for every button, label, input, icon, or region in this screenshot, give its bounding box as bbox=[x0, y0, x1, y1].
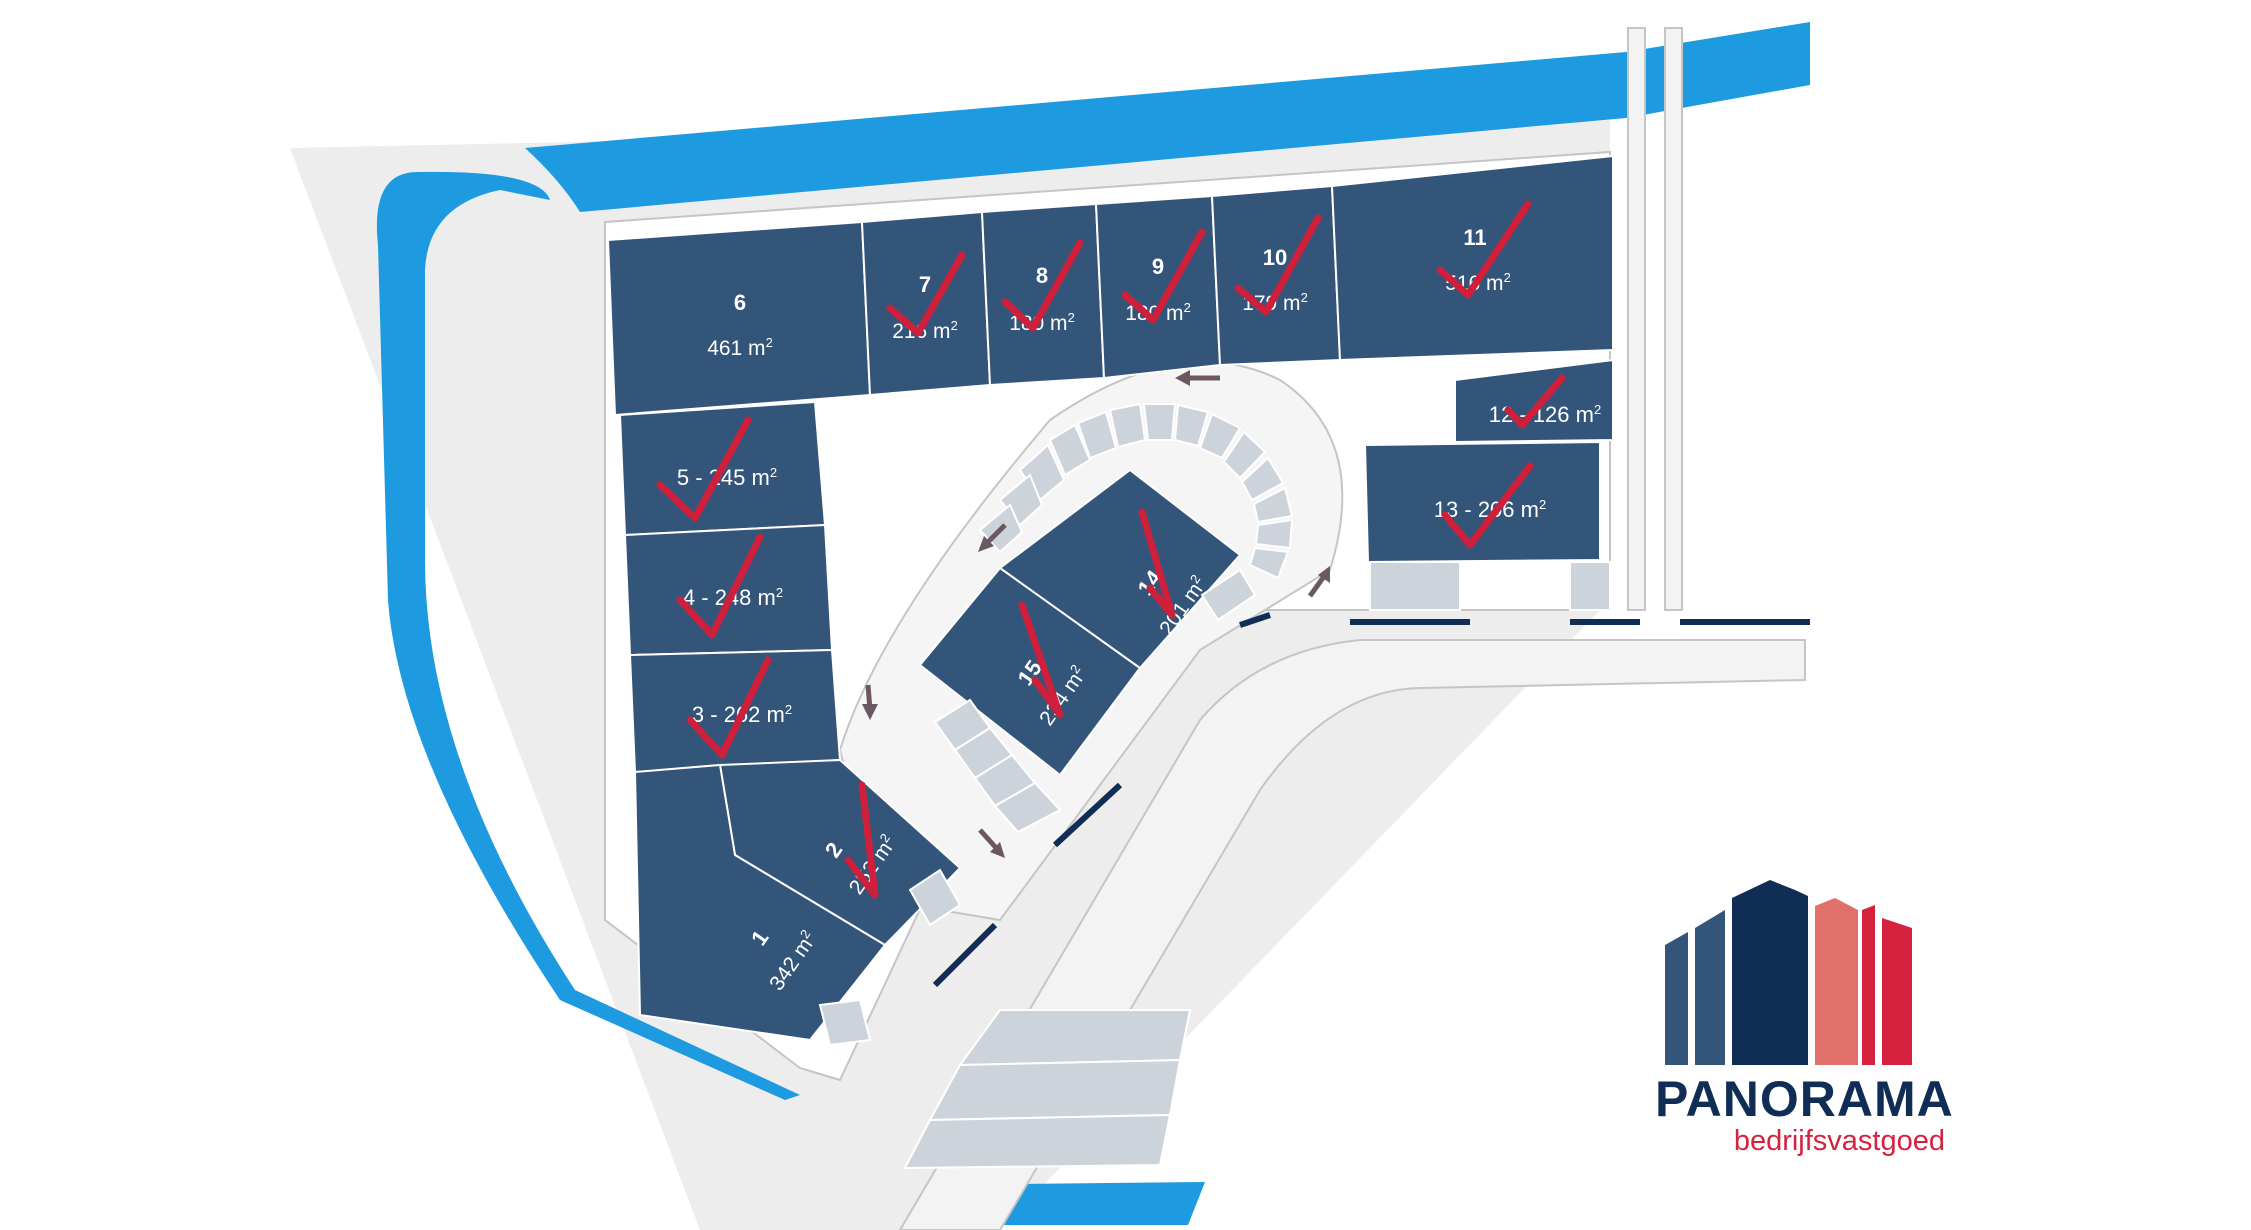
unit-11[interactable] bbox=[1330, 154, 1614, 362]
check-icon bbox=[656, 416, 752, 522]
lot-6-area: 461 m2 bbox=[707, 335, 773, 360]
unit-9[interactable] bbox=[1094, 194, 1222, 380]
logo-bar-3 bbox=[1732, 880, 1795, 1065]
logo-bar-2 bbox=[1695, 910, 1725, 1065]
unit-7[interactable] bbox=[860, 210, 992, 397]
check-icon bbox=[1441, 462, 1534, 549]
unit-13[interactable] bbox=[1363, 440, 1601, 564]
canal-north bbox=[525, 22, 1810, 212]
logo-bar-4 bbox=[1795, 890, 1808, 1065]
unit-8[interactable] bbox=[980, 202, 1106, 387]
lot-7-number: 7 bbox=[919, 272, 931, 297]
check-icon bbox=[1121, 228, 1206, 324]
arrow-icon bbox=[862, 684, 878, 720]
road-north-lane-2 bbox=[1664, 27, 1683, 611]
lot-5-label: 5 - 245 m2 bbox=[677, 465, 777, 490]
check-icon bbox=[686, 656, 772, 759]
lot-6-number: 6 bbox=[734, 290, 746, 315]
lot-8-number: 8 bbox=[1036, 263, 1048, 288]
check-icon bbox=[1436, 200, 1532, 299]
parking-loop bbox=[818, 402, 1611, 1047]
lot-11-number: 11 bbox=[1463, 225, 1486, 250]
check-icon bbox=[1018, 601, 1064, 719]
sold-marks bbox=[656, 200, 1566, 899]
check-icon bbox=[844, 781, 879, 899]
arrow-icon bbox=[1307, 566, 1330, 598]
logo-bar-6 bbox=[1862, 905, 1875, 1065]
check-icon bbox=[886, 251, 966, 337]
lot-12-label: 12 - 126 m2 bbox=[1489, 402, 1601, 427]
logo-bar-1 bbox=[1665, 932, 1688, 1065]
parking-south bbox=[903, 1009, 1192, 1170]
brand-tagline: bedrijfsvastgoed bbox=[1733, 1125, 1945, 1157]
check-icon bbox=[1234, 214, 1322, 316]
arrow-icon bbox=[978, 523, 1007, 552]
brand-name: PANORAMA bbox=[1655, 1071, 1954, 1127]
check-icon bbox=[1138, 508, 1176, 619]
panorama-logo bbox=[1665, 880, 1912, 1065]
lot-10-number: 10 bbox=[1263, 245, 1287, 270]
road-north-lane bbox=[1627, 27, 1646, 611]
unit-14[interactable] bbox=[998, 468, 1242, 670]
curb-markers bbox=[932, 612, 1810, 988]
unit-10[interactable] bbox=[1210, 184, 1342, 367]
logo-bar-7 bbox=[1882, 918, 1912, 1065]
logo-bar-5 bbox=[1815, 898, 1858, 1065]
traffic-arrows bbox=[862, 370, 1330, 858]
arrow-icon bbox=[978, 828, 1005, 858]
lot-9-number: 9 bbox=[1152, 254, 1164, 279]
unit-6[interactable] bbox=[606, 220, 872, 417]
arrow-icon bbox=[1175, 370, 1220, 386]
check-icon bbox=[1001, 239, 1084, 332]
canal-west bbox=[376, 171, 800, 1100]
unit-1[interactable] bbox=[633, 763, 887, 1042]
check-icon bbox=[676, 533, 764, 639]
check-icon bbox=[1504, 374, 1566, 429]
unit-12[interactable] bbox=[1454, 358, 1614, 444]
